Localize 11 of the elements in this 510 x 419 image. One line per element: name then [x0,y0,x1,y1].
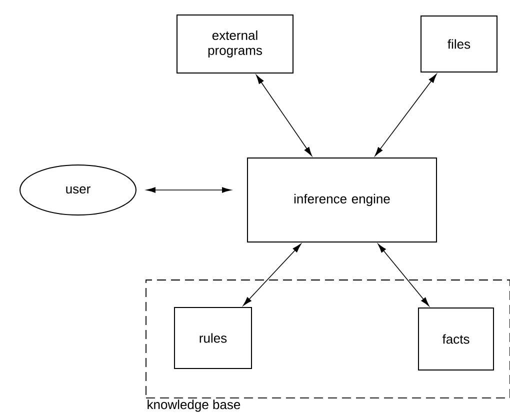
process-box: inference engine [247,158,437,242]
process-box: facts [418,307,494,370]
process-box: files [420,16,498,72]
arrow [243,244,302,306]
node-label: knowledge base [148,400,240,412]
process-box: external programs [176,14,294,74]
arrow [256,74,312,156]
arrow [374,74,437,156]
arrow [378,244,430,306]
process-box: rules [174,306,252,369]
arrow [146,187,232,193]
